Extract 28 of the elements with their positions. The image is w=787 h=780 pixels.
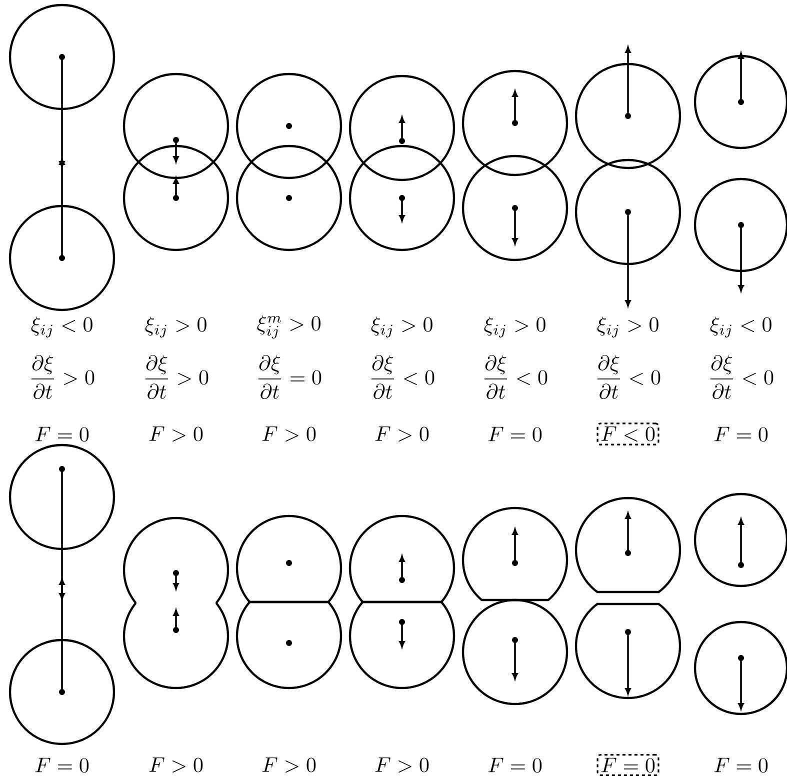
formula-label: $\frac{\partial \xi}{\partial t} = 0$ [258,354,322,400]
formula-label: $F > 0$ [149,426,203,442]
formula-label: $\frac{\partial \xi}{\partial t} < 0$ [372,354,434,400]
formula-label: $F = 0$ [35,426,89,442]
formula-label: $F = 0$ [488,758,542,773]
formula-label: $\xi_{ij} > 0$ [597,316,658,338]
formula-label: $\frac{\partial \xi}{\partial t} > 0$ [32,354,94,400]
formula-label: $\frac{\partial \xi}{\partial t} < 0$ [484,354,548,400]
formula-label: $F = 0$ [35,758,89,773]
formula-label: $\frac{\partial \xi}{\partial t} > 0$ [146,354,208,400]
formula-label: $\xi_{ij} < 0$ [31,316,92,338]
formula-label: $\xi_{ij} < 0$ [710,316,772,338]
highlight-box: $F = 0$ [596,754,660,776]
formula-label: $\xi_{ij} > 0$ [371,316,432,338]
formula-label: $\xi_{ij} > 0$ [145,316,206,338]
formula-label: $\frac{\partial \xi}{\partial t} < 0$ [710,354,774,400]
formula-label: $F = 0$ [714,426,768,442]
formula-label: $F > 0$ [375,757,429,773]
formula-label: $\xi_{ij} > 0$ [484,316,546,338]
formula-label: $\frac{\partial \xi}{\partial t} < 0$ [598,354,660,400]
formula-label: $F > 0$ [262,757,316,773]
highlight-box: $F < 0$ [596,422,660,446]
formula-label: $F > 0$ [149,757,203,773]
formula-label: $\xi_{ij}^{m} > 0$ [257,316,320,339]
formula-label: $F > 0$ [375,426,429,442]
formula-label: $F = 0$ [714,758,768,773]
formula-label: $F > 0$ [262,426,316,442]
formula-label: $F = 0$ [488,426,542,442]
